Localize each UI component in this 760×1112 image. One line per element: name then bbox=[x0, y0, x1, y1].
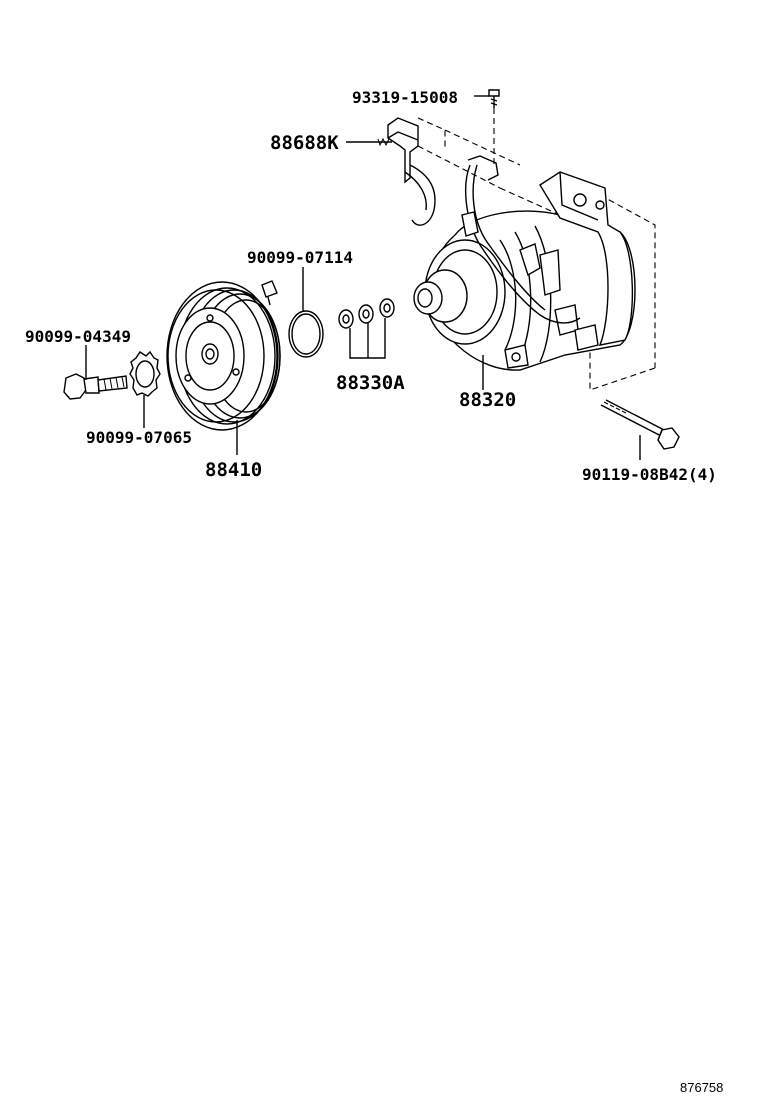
leader-88330a bbox=[349, 318, 386, 359]
label-90099-07065: 90099-07065 bbox=[86, 428, 192, 447]
label-90099-07114: 90099-07114 bbox=[247, 248, 353, 267]
washer-90099-07065 bbox=[129, 350, 161, 397]
shims-88330a bbox=[338, 298, 395, 329]
label-88410: 88410 bbox=[205, 459, 262, 481]
screw-93319 bbox=[488, 89, 500, 165]
label-88688k: 88688K bbox=[270, 132, 339, 154]
dashed-reference-box bbox=[417, 117, 656, 391]
bolt-90099-04349 bbox=[63, 373, 128, 400]
bolt-90119 bbox=[600, 399, 680, 450]
snap-ring-90099-07114 bbox=[261, 280, 324, 358]
label-90119-08b42: 90119-08B42(4) bbox=[582, 465, 717, 484]
label-88320: 88320 bbox=[459, 389, 516, 411]
label-93319-15008: 93319-15008 bbox=[352, 88, 458, 107]
pulley-88410 bbox=[166, 281, 281, 431]
compressor-88320 bbox=[413, 155, 636, 371]
label-90099-04349: 90099-04349 bbox=[25, 327, 131, 346]
figure-id: 876758 bbox=[680, 1080, 723, 1095]
label-88330a: 88330A bbox=[336, 372, 405, 394]
bracket-88688k bbox=[387, 117, 436, 226]
